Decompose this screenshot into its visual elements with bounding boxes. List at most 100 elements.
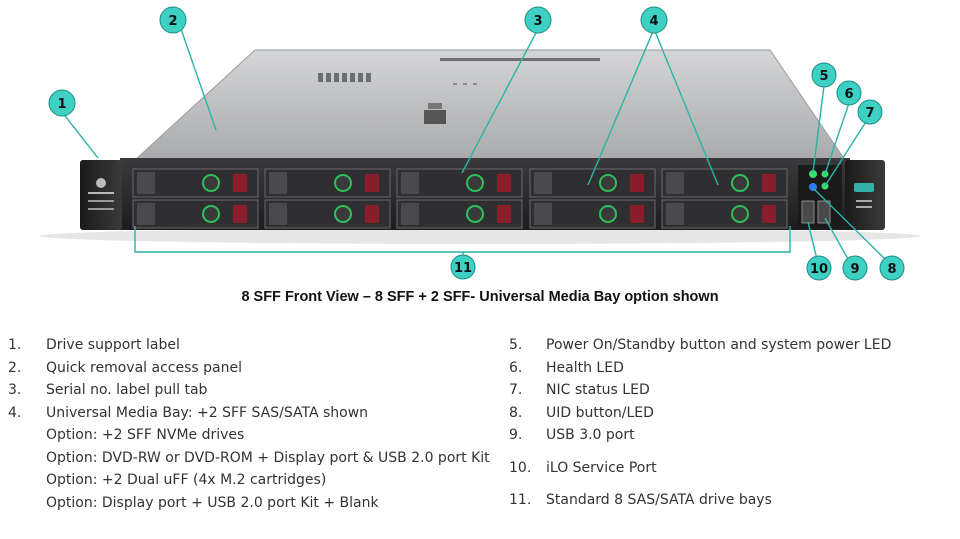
legend-item-1: 1. Drive support label — [8, 334, 498, 357]
drive-status-led — [732, 206, 748, 222]
svg-text:7: 7 — [865, 106, 874, 121]
drive-bay[interactable] — [133, 200, 258, 228]
legend-text: Standard 8 SAS/SATA drive bays — [546, 489, 949, 512]
drive-release-latch[interactable] — [233, 205, 247, 223]
legend-option: Option: Display port + USB 2.0 port Kit … — [46, 492, 498, 515]
drive-status-led — [335, 206, 351, 222]
callout-6: 6 — [837, 81, 861, 105]
leader-line-1 — [62, 112, 98, 158]
legend-text: Quick removal access panel — [46, 357, 498, 380]
drive-bay[interactable] — [662, 169, 787, 197]
drive-status-led — [203, 206, 219, 222]
drive-release-latch[interactable] — [762, 174, 776, 192]
svg-text:8: 8 — [887, 262, 896, 277]
callout-10: 10 — [807, 256, 831, 280]
drive-status-led — [467, 175, 483, 191]
callout-8: 8 — [880, 256, 904, 280]
callout-1: 1 — [49, 90, 75, 116]
legend-text: iLO Service Port — [546, 457, 949, 480]
legend-number: 10. — [509, 457, 531, 480]
drive-release-latch[interactable] — [762, 205, 776, 223]
legend-item-4: 4. Universal Media Bay: +2 SFF SAS/SATA … — [8, 402, 498, 515]
drive-bay[interactable] — [265, 200, 390, 228]
access-panel — [135, 50, 845, 160]
drive-release-latch[interactable] — [233, 174, 247, 192]
legend-list-left: 1. Drive support label 2. Quick removal … — [8, 334, 498, 514]
ear-logo-mark — [96, 178, 106, 188]
legend-number: 9. — [509, 424, 522, 447]
legend-item-11: 11. Standard 8 SAS/SATA drive bays — [509, 489, 949, 512]
drive-release-latch[interactable] — [630, 174, 644, 192]
legend-option: Option: +2 SFF NVMe drives — [46, 424, 498, 447]
legend-item-10: 10. iLO Service Port — [509, 457, 949, 480]
legend-item-3: 3. Serial no. label pull tab — [8, 379, 498, 402]
legend-text: Drive support label — [46, 334, 498, 357]
drive-bay[interactable] — [397, 169, 522, 197]
legend-text: Health LED — [546, 357, 949, 380]
drive-bay[interactable] — [133, 169, 258, 197]
chassis-shadow — [40, 228, 920, 244]
drive-status-led — [203, 175, 219, 191]
svg-text:9: 9 — [850, 262, 859, 277]
svg-text:6: 6 — [844, 87, 853, 102]
drive-bay[interactable] — [530, 200, 655, 228]
drive-bay[interactable] — [265, 169, 390, 197]
drive-status-led — [600, 175, 616, 191]
legend-number: 11. — [509, 489, 531, 512]
legend-number: 6. — [509, 357, 522, 380]
legend-option: Option: DVD-RW or DVD-ROM + Display port… — [46, 447, 498, 470]
callout-7: 7 — [858, 100, 882, 124]
figure-caption: 8 SFF Front View – 8 SFF + 2 SFF- Univer… — [0, 289, 960, 305]
drive-status-led — [335, 175, 351, 191]
legend-number: 1. — [8, 334, 21, 357]
usb-3-port[interactable] — [802, 201, 814, 223]
callout-4: 4 — [641, 7, 667, 33]
legend-number: 5. — [509, 334, 522, 357]
legend-text: NIC status LED — [546, 379, 949, 402]
svg-text:2: 2 — [168, 14, 177, 29]
legend-text: Universal Media Bay: +2 SFF SAS/SATA sho… — [46, 402, 498, 425]
legend-text: UID button/LED — [546, 402, 949, 425]
svg-text:11: 11 — [454, 261, 472, 276]
drive-bay[interactable] — [662, 200, 787, 228]
legend-option: Option: +2 Dual uFF (4x M.2 cartridges) — [46, 469, 498, 492]
callout-2: 2 — [160, 7, 186, 33]
callout-5: 5 — [812, 63, 836, 87]
svg-text:5: 5 — [819, 69, 828, 84]
drive-status-led — [732, 175, 748, 191]
legend-text: Serial no. label pull tab — [46, 379, 498, 402]
drive-release-latch[interactable] — [497, 205, 511, 223]
right-rack-ear — [845, 160, 885, 230]
legend-number: 7. — [509, 379, 522, 402]
legend-number: 8. — [509, 402, 522, 425]
legend-text: USB 3.0 port — [546, 424, 949, 447]
legend-item-9: 9. USB 3.0 port — [509, 424, 949, 447]
drive-release-latch[interactable] — [497, 174, 511, 192]
server-front-view-diagram: 1 2 3 4 5 6 7 8 9 10 11 — [0, 0, 960, 290]
drive-release-latch[interactable] — [365, 205, 379, 223]
legend-text: Power On/Standby button and system power… — [546, 334, 949, 357]
left-rack-ear — [80, 160, 122, 230]
control-panel — [798, 165, 842, 227]
callout-3: 3 — [525, 7, 551, 33]
drive-bay[interactable] — [397, 200, 522, 228]
svg-text:3: 3 — [533, 14, 542, 29]
drive-release-latch[interactable] — [630, 205, 644, 223]
svg-text:10: 10 — [810, 262, 828, 277]
drive-release-latch[interactable] — [365, 174, 379, 192]
legend-item-8: 8. UID button/LED — [509, 402, 949, 425]
legend-number: 2. — [8, 357, 21, 380]
legend-item-5: 5. Power On/Standby button and system po… — [509, 334, 949, 357]
legend-item-7: 7. NIC status LED — [509, 379, 949, 402]
legend-number: 4. — [8, 402, 21, 425]
panel-dash-marks — [453, 83, 477, 85]
callout-9: 9 — [843, 256, 867, 280]
drive-status-led — [600, 206, 616, 222]
legend-item-6: 6. Health LED — [509, 357, 949, 380]
callout-11: 11 — [451, 255, 475, 279]
svg-text:1: 1 — [57, 97, 66, 112]
ilo-service-port[interactable] — [818, 201, 830, 223]
legend-item-2: 2. Quick removal access panel — [8, 357, 498, 380]
drive-status-led — [467, 206, 483, 222]
legend-list-right: 5. Power On/Standby button and system po… — [509, 334, 949, 512]
